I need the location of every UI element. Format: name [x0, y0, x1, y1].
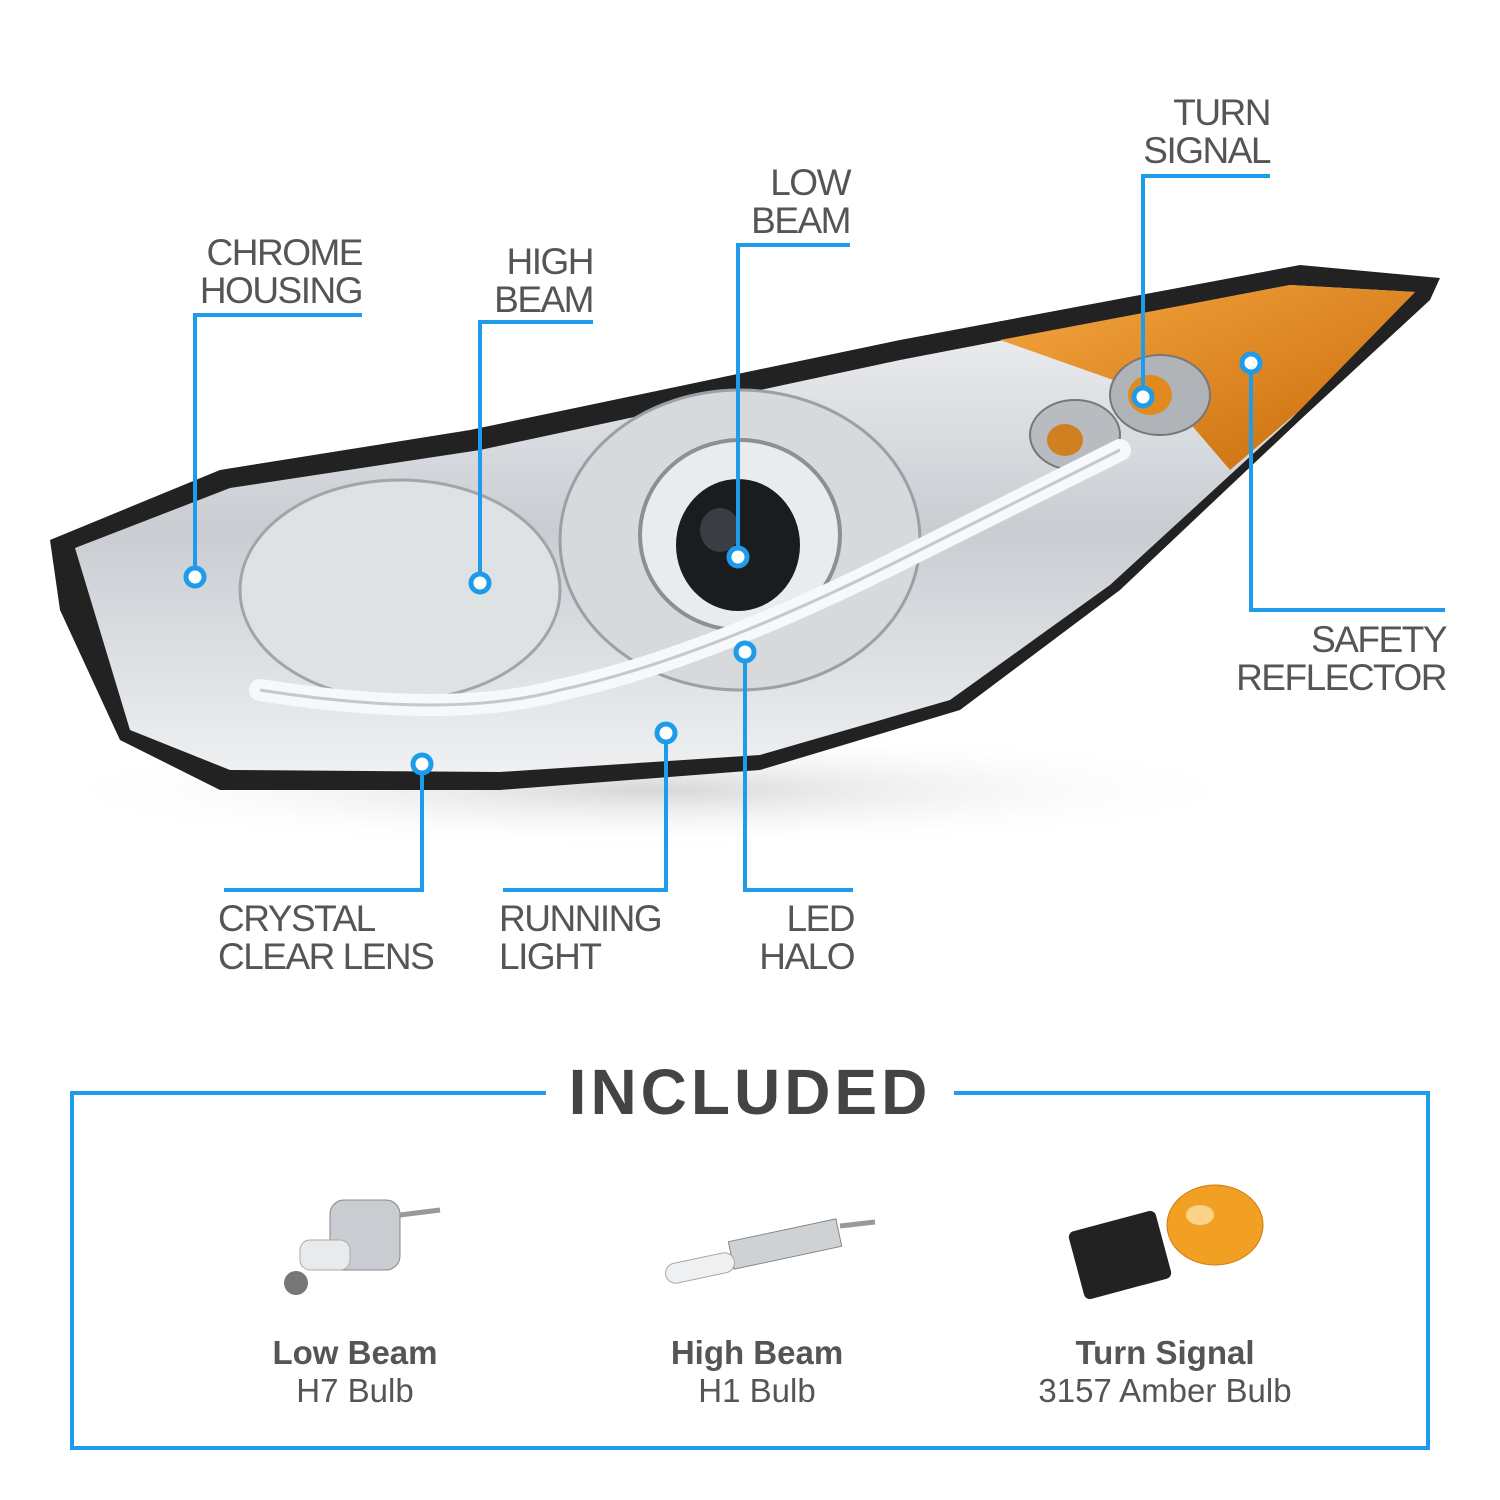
item-detail: 3157 Amber Bulb	[1038, 1372, 1292, 1409]
label-line: CLEAR LENS	[218, 936, 435, 977]
label-led-halo: LED HALO	[759, 898, 856, 977]
included-title: INCLUDED	[568, 1056, 932, 1128]
item-detail: H1 Bulb	[698, 1372, 816, 1409]
label-line: LED	[786, 898, 856, 939]
label-high-beam: HIGH BEAM	[494, 241, 595, 320]
label-line: SAFETY	[1311, 619, 1447, 660]
label-line: HOUSING	[199, 270, 364, 311]
label-line: RUNNING	[499, 898, 663, 939]
label-crystal-clear-lens: CRYSTAL CLEAR LENS	[218, 898, 435, 977]
label-low-beam: LOW BEAM	[751, 162, 851, 241]
callout-dot-turn-signal	[1131, 385, 1155, 409]
label-line: LIGHT	[499, 936, 602, 977]
callout-dot-high-beam	[468, 571, 492, 595]
item-name: Low Beam	[272, 1334, 438, 1371]
callout-dot-crystal-clear-lens	[410, 752, 434, 776]
label-turn-signal: TURN SIGNAL	[1143, 92, 1271, 171]
label-chrome-housing: CHROME HOUSING	[199, 232, 364, 311]
label-line: BEAM	[751, 200, 851, 241]
callout-dot-safety-reflector	[1239, 351, 1263, 375]
included-item-high-beam: High Beam H1 Bulb	[577, 1334, 937, 1410]
label-line: TURN	[1173, 92, 1271, 133]
label-line: REFLECTOR	[1236, 657, 1447, 698]
label-line: HIGH	[506, 241, 595, 282]
callout-dot-running-light	[654, 721, 678, 745]
label-running-light: RUNNING LIGHT	[499, 898, 663, 977]
item-detail: H7 Bulb	[296, 1372, 414, 1409]
item-name: Turn Signal	[1075, 1334, 1255, 1371]
included-item-low-beam: Low Beam H7 Bulb	[175, 1334, 535, 1410]
callout-dot-led-halo	[733, 640, 757, 664]
label-line: CRYSTAL	[218, 898, 376, 939]
label-line: HALO	[759, 936, 855, 977]
label-line: BEAM	[494, 279, 594, 320]
label-safety-reflector: SAFETY REFLECTOR	[1236, 619, 1447, 698]
callout-dot-low-beam	[726, 545, 750, 569]
callout-dot-chrome-housing	[183, 565, 207, 589]
included-item-turn-signal: Turn Signal 3157 Amber Bulb	[985, 1334, 1345, 1410]
label-line: CHROME	[206, 232, 364, 273]
item-name: High Beam	[670, 1334, 844, 1371]
label-line: LOW	[770, 162, 851, 203]
h7-bulb-image	[284, 1199, 441, 1295]
label-line: SIGNAL	[1143, 130, 1271, 171]
3157-bulb-image	[1068, 1184, 1264, 1300]
h1-bulb-image	[665, 1218, 876, 1284]
